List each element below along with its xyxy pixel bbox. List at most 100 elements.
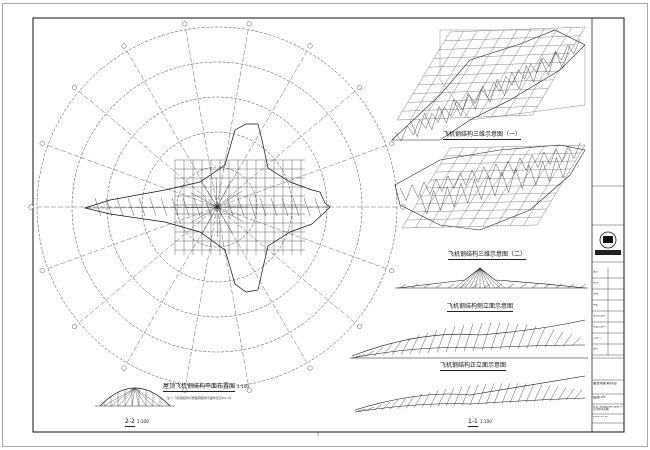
front-elevation bbox=[350, 319, 588, 359]
view3d-1-grid-line bbox=[505, 27, 559, 117]
axis-bubble bbox=[307, 365, 313, 371]
axis-bubble bbox=[356, 84, 362, 90]
plan-hub-spoke bbox=[216, 206, 244, 223]
view3d-2-truss bbox=[399, 142, 581, 201]
front-member bbox=[553, 331, 564, 347]
section-11-member bbox=[397, 397, 407, 409]
section-1-1 bbox=[354, 375, 586, 413]
view3d-1-grid-line bbox=[413, 88, 549, 94]
front-member bbox=[499, 322, 510, 350]
section-22-member bbox=[110, 387, 136, 407]
tb-row-label: 审定 bbox=[593, 304, 599, 306]
plan-hub-spoke bbox=[190, 192, 218, 208]
view3d-1-grid-line bbox=[518, 27, 572, 116]
section-11-member bbox=[525, 383, 535, 403]
side-member bbox=[567, 283, 575, 289]
front-member bbox=[463, 323, 474, 352]
view3d-1-truss bbox=[409, 44, 571, 138]
plan-hub-spoke bbox=[201, 181, 218, 208]
section-11-member bbox=[533, 384, 543, 402]
axis-bubble bbox=[307, 43, 313, 49]
view3d-2-grid-line bbox=[406, 216, 542, 221]
side-member bbox=[579, 283, 587, 289]
plan-hub-spoke bbox=[191, 206, 218, 223]
axis-bubble bbox=[356, 324, 362, 330]
axis-bubble bbox=[121, 365, 127, 371]
view3d-2-grid-line bbox=[536, 144, 586, 226]
side-member bbox=[471, 283, 479, 289]
section-2-2 bbox=[95, 387, 175, 407]
axis-bubble bbox=[246, 21, 252, 27]
section-1-1-scale: 1:100 bbox=[479, 419, 492, 424]
plan-aircraft-outline bbox=[83, 123, 331, 293]
side-member bbox=[483, 283, 491, 289]
plan-rib bbox=[105, 197, 113, 217]
view3d-2-grid-line bbox=[482, 146, 532, 227]
side-member bbox=[459, 267, 481, 289]
section-11-member bbox=[381, 402, 391, 410]
plan-hub-spoke bbox=[216, 206, 233, 233]
axis-bubble bbox=[389, 268, 395, 274]
section-11-member bbox=[429, 390, 439, 408]
plan-hub-spoke bbox=[216, 190, 243, 208]
view3d-2-title-text: 飞机钢结构三维示意图（二） bbox=[448, 251, 527, 260]
side-member bbox=[519, 283, 527, 289]
plan-radial bbox=[216, 51, 308, 208]
view3d-1 bbox=[391, 26, 586, 142]
view3d-2-grid-line bbox=[411, 208, 547, 213]
plan-rib bbox=[94, 197, 102, 217]
section-11-member bbox=[453, 386, 463, 406]
compass-seal-icon bbox=[595, 231, 621, 255]
plan-rib bbox=[138, 197, 146, 217]
plan-radial bbox=[216, 206, 387, 269]
section-11-member bbox=[557, 387, 567, 401]
plan-rib bbox=[160, 197, 168, 217]
view3d-2-grid-line bbox=[425, 184, 562, 189]
section-2-2-scale: 1:100 bbox=[136, 419, 149, 424]
side-member bbox=[474, 267, 481, 289]
plan-radial bbox=[216, 29, 249, 208]
plan-scale: 1:100 bbox=[237, 384, 250, 389]
tb-date: 2022.11.10 bbox=[593, 416, 608, 418]
plan-view bbox=[28, 21, 406, 393]
section-11-member bbox=[549, 386, 559, 401]
side-member bbox=[495, 283, 503, 289]
front-member bbox=[508, 323, 519, 349]
section-11-member bbox=[365, 406, 375, 411]
plan-radial bbox=[126, 206, 218, 363]
plan-radial bbox=[47, 206, 218, 269]
title-block bbox=[592, 185, 624, 424]
side-elevation bbox=[395, 267, 588, 289]
side-elevation-title: 飞机钢结构侧立面示意图 bbox=[447, 303, 514, 312]
section-22-member bbox=[134, 387, 147, 407]
front-member bbox=[445, 326, 456, 353]
view3d-1-grid-line bbox=[397, 114, 533, 121]
front-member bbox=[427, 330, 438, 354]
front-member bbox=[364, 350, 375, 357]
front-member bbox=[436, 328, 447, 353]
section-11-member bbox=[357, 408, 367, 412]
plan-radial bbox=[216, 145, 387, 208]
axis-bubble bbox=[182, 21, 188, 27]
tb-drawing-no: 结施-09 bbox=[593, 396, 606, 399]
front-member bbox=[400, 337, 411, 355]
front-member bbox=[535, 327, 546, 348]
front-member bbox=[391, 340, 402, 356]
tb-row-label: 图号 bbox=[593, 348, 599, 350]
side-member bbox=[543, 283, 551, 289]
plan-radial bbox=[78, 206, 218, 323]
plan-radial bbox=[216, 206, 308, 363]
plan-rib bbox=[127, 197, 135, 217]
plan-rib bbox=[182, 197, 190, 217]
plan-hub-spoke bbox=[202, 206, 218, 234]
section-11-member bbox=[389, 399, 399, 410]
outer-border bbox=[2, 3, 648, 447]
side-member bbox=[459, 283, 467, 289]
view3d-1-grid-line bbox=[407, 97, 543, 103]
side-member bbox=[469, 267, 481, 289]
section-11-member bbox=[565, 388, 575, 401]
front-member bbox=[373, 347, 384, 356]
section-11-member bbox=[461, 385, 471, 406]
